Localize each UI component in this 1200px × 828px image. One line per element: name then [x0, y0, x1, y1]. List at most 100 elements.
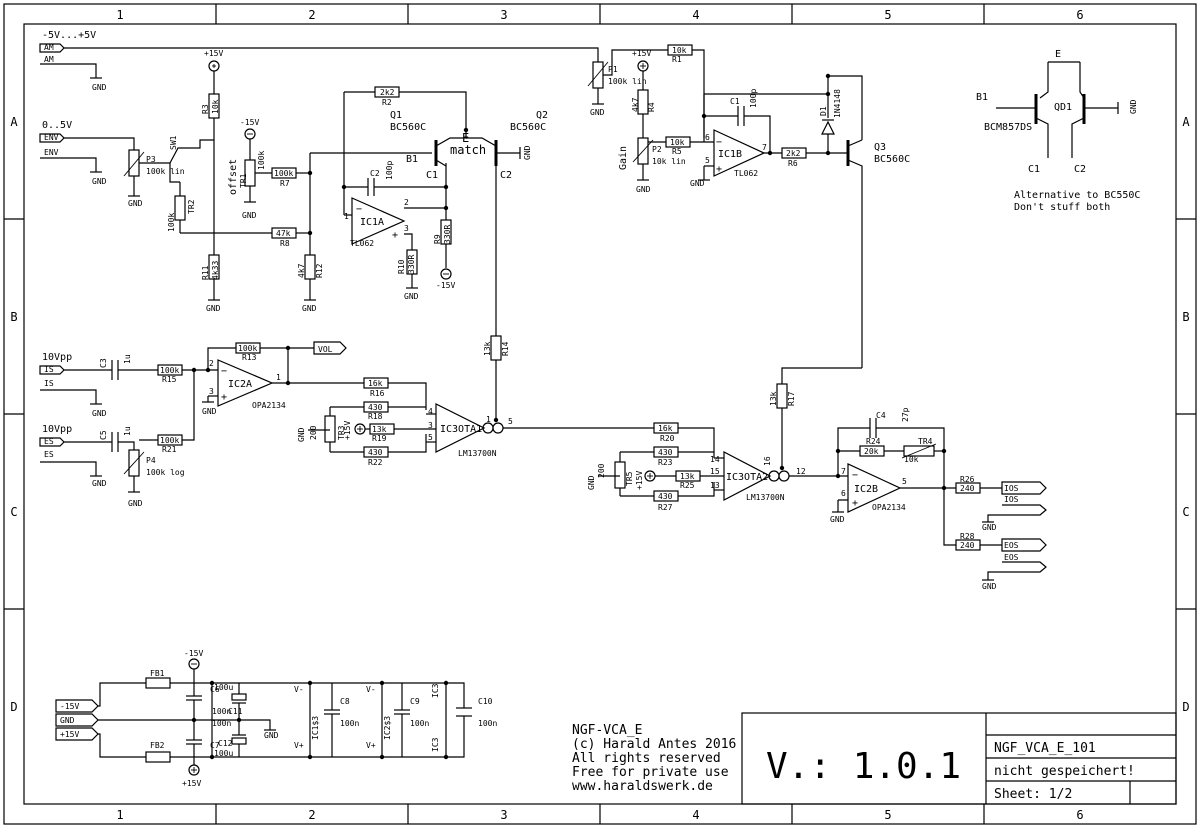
is-label-2: IS — [44, 379, 54, 388]
r13-ref: R13 — [242, 353, 257, 362]
r15-ref: R15 — [162, 375, 177, 384]
r12-ref: R12 — [315, 263, 324, 278]
ic1b-opamp: C1 100p IC1B − + 6 5 7 TL062 GND 2k2 R6 — [690, 89, 848, 188]
r12-resistor: 4k7 R12 GND — [297, 152, 432, 313]
am-input: -5V...+5V AM AM GND — [39, 30, 599, 92]
c5-value: 1u — [123, 426, 132, 436]
row-label-b: B — [10, 310, 17, 324]
r6-value: 2k2 — [786, 149, 801, 158]
r1-resistor: 10k R1 +15V 4k7 R4 — [631, 44, 705, 138]
r16-value: 16k — [368, 379, 383, 388]
gnd-label: GND — [128, 499, 143, 508]
pin-label: 2 — [404, 198, 409, 207]
alternative-note-2: Don't stuff both — [1014, 202, 1110, 213]
r4-value: 4k7 — [631, 97, 640, 112]
q2-ref: Q2 — [536, 110, 548, 121]
gnd-label: GND — [636, 185, 651, 194]
p2-gain-potentiometer: GND Gain P2 10k lin 10k R5 — [618, 136, 714, 194]
qd1-alternative-transistor: E GND B1 BCM857DS QD1 C1 C2 Alternative … — [976, 49, 1140, 213]
am-label: AM — [44, 43, 54, 52]
row-label-d: D — [10, 700, 17, 714]
match-e-label: E — [462, 131, 469, 145]
am-range-label: -5V...+5V — [42, 30, 96, 41]
qd-c1-label: C1 — [1028, 164, 1040, 175]
gnd-label: GND — [982, 523, 997, 532]
note-line-5: www.haraldswerk.de — [572, 779, 713, 794]
pin-label: 15 — [710, 467, 720, 476]
ios-label: IOS — [1004, 484, 1019, 493]
vminus-label: V- — [294, 685, 304, 694]
r2-ref: R2 — [382, 98, 392, 107]
col-label-6-bottom: 6 — [1076, 808, 1083, 822]
ic3b-ref: IC3OTA2 — [726, 472, 768, 483]
p3-ref: P3 — [146, 155, 156, 164]
ic2b-opamp: C4 27p 20k R24 10k TR4 IC2B − + 7 6 5 OP… — [830, 407, 1002, 551]
eos-output: EOS EOS GND — [982, 538, 1047, 591]
tr2-value: 100k — [167, 213, 176, 232]
p15-label: +15V — [182, 779, 201, 788]
p1-value: 100k lin — [608, 77, 647, 86]
r11-value: 4k33 — [211, 261, 220, 280]
pwr-p15-label: +15V — [60, 730, 79, 739]
row-label-c: C — [10, 505, 17, 519]
col-label-2-bottom: 2 — [308, 808, 315, 822]
sheet-number: Sheet: 1/2 — [994, 787, 1072, 802]
vplus-label-2: V+ — [366, 741, 376, 750]
eos-label: EOS — [1004, 541, 1019, 550]
row-label-a: A — [10, 115, 18, 129]
p15-label: +15V — [632, 49, 651, 58]
note-line-2: (c) Harald Antes 2016 — [572, 737, 736, 752]
gnd-label: GND — [587, 475, 596, 490]
r13-value: 100k — [238, 344, 257, 353]
r3-r11-divider: +15V R3 10k R11 4k33 GND — [201, 49, 223, 313]
pin-label: 14 — [710, 455, 720, 464]
es-input: 10Vpp ES ES GND C5 1u GND P4 100k log 10… — [39, 367, 197, 508]
vol-label: VOL — [318, 345, 333, 354]
r14-resistor: 13k R14 — [483, 300, 510, 420]
r10-ref: R10 — [397, 259, 406, 274]
c11-ref: C11 — [228, 707, 243, 716]
p2-ref: P2 — [652, 145, 662, 154]
tr3-value: 200 — [309, 425, 318, 440]
c2-label: C2 — [500, 170, 512, 181]
c7-value: 100n — [212, 719, 231, 728]
qd1-type: BCM857DS — [984, 122, 1032, 133]
r25-ref: R25 — [680, 481, 695, 490]
c9-value: 100n — [410, 719, 429, 728]
match-label: match — [450, 143, 486, 157]
pin-label: 6 — [841, 489, 846, 498]
r5-ref: R5 — [672, 147, 682, 156]
power-supply-section: -15V GND +15V FB1 FB2 GND -15V +15V C6 1… — [55, 649, 497, 788]
q1-ref: Q1 — [390, 110, 402, 121]
copyright-notes: NGF-VCA_E (c) Harald Antes 2016 All righ… — [572, 723, 736, 794]
am-label-2: AM — [44, 55, 54, 64]
col-label-2: 2 — [308, 8, 315, 22]
c3-value: 1u — [123, 354, 132, 364]
ios-output: IOS IOS GND — [982, 481, 1047, 532]
pin-label: 5 — [705, 156, 710, 165]
ic2b-ref: IC2B — [854, 484, 878, 495]
r14-value: 13k — [483, 341, 492, 356]
tr1-value: 100k — [257, 151, 266, 170]
ic2b-type: OPA2134 — [872, 503, 906, 512]
r10-value: 330R — [407, 255, 416, 274]
is-level-label: 10Vpp — [42, 352, 72, 363]
r18-value: 430 — [368, 403, 383, 412]
ic2a-type: OPA2134 — [252, 401, 286, 410]
r7-ref: R7 — [280, 179, 290, 188]
r24-value: 20k — [864, 447, 879, 456]
r3-ref: R3 — [201, 104, 210, 114]
tr2-ref: TR2 — [187, 199, 196, 214]
pin-label: 16 — [763, 456, 772, 466]
col-label-3-bottom: 3 — [500, 808, 507, 822]
c1-label: C1 — [426, 170, 438, 181]
ic3-power-ref: IC3 — [431, 683, 440, 698]
fb1-ref: FB1 — [150, 669, 165, 678]
pin-label: 1 — [344, 212, 349, 221]
r18-ref: R18 — [368, 412, 383, 421]
p15-label: +15V — [343, 421, 352, 440]
pin-label: 6 — [705, 133, 710, 142]
col-label-6: 6 — [1076, 8, 1083, 22]
is-input: 10Vpp IS IS GND C3 1u 100k R15 — [39, 352, 218, 418]
